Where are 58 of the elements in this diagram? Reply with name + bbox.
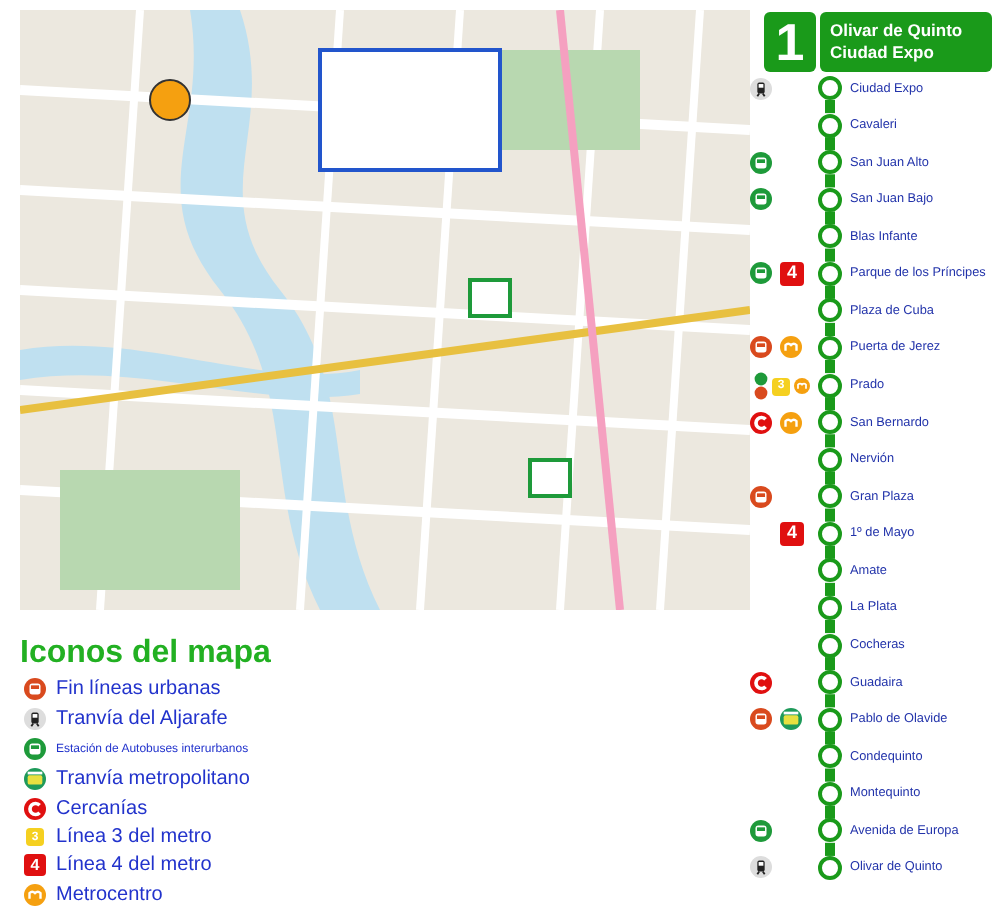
station-circle — [818, 224, 842, 249]
metro-line-segment — [825, 397, 835, 411]
station-circle — [818, 670, 842, 695]
station-circle — [818, 707, 842, 732]
metro-line-segment — [825, 322, 835, 336]
legend-text: Metrocentro — [56, 884, 163, 906]
line-number-badge: 4 — [780, 261, 804, 286]
destination-name: Olivar de Quinto — [830, 20, 965, 42]
legend-text: Tranvía metropolitano — [56, 768, 250, 790]
metro-line-segment — [825, 842, 835, 856]
legend-heading: Iconos del mapa — [20, 636, 271, 672]
station-circle — [818, 187, 842, 212]
metro-line-segment — [825, 657, 835, 671]
metro-line-segment — [825, 285, 835, 299]
station-circle — [818, 261, 842, 286]
legend-text: Línea 4 del metro — [56, 854, 212, 876]
metro-line-segment — [825, 434, 835, 448]
station-circle — [818, 744, 842, 769]
metro-line-segment — [825, 582, 835, 596]
station-circle — [818, 150, 842, 175]
line-number-badge: 4 — [24, 854, 46, 876]
station-circle — [818, 410, 842, 435]
metro-line-segment — [825, 211, 835, 225]
metro-line-segment — [825, 805, 835, 819]
station-circle — [818, 113, 842, 138]
metro-line-segment — [825, 100, 835, 114]
legend-text: Tranvía del Aljarafe — [56, 708, 228, 730]
metro-line-segment — [825, 545, 835, 559]
destination-box — [820, 12, 992, 72]
metro-line-segment — [825, 768, 835, 782]
legend-text: Cercanías — [56, 798, 148, 820]
station-circle — [818, 373, 842, 398]
station-circle — [818, 76, 842, 100]
station-circle — [818, 818, 842, 843]
station-circle — [818, 633, 842, 658]
station-circle — [818, 781, 842, 806]
metro-line-segment — [825, 471, 835, 485]
station-circle — [818, 447, 842, 472]
line-badge: 1 — [764, 12, 816, 72]
metro-line-segment — [825, 694, 835, 708]
station-circle — [818, 521, 842, 546]
station-circle — [818, 335, 842, 360]
station-circle — [818, 855, 842, 880]
legend-text: Fin líneas urbanas — [56, 678, 221, 700]
legend-text: Línea 3 del metro — [56, 826, 212, 848]
line-number-badge: 4 — [780, 521, 804, 546]
station-circle — [818, 484, 842, 509]
metro-line-segment — [825, 731, 835, 745]
metro-line-segment — [825, 137, 835, 151]
station-circle — [818, 595, 842, 620]
metro-line-segment — [825, 508, 835, 522]
metro-line-segment — [825, 619, 835, 634]
metro-line-segment — [825, 174, 835, 188]
metro-line-segment — [825, 360, 835, 374]
station-circle — [818, 298, 842, 323]
station-circle — [818, 558, 842, 583]
metro-line-segment — [825, 248, 835, 262]
destination-name: Ciudad Expo — [830, 42, 936, 64]
